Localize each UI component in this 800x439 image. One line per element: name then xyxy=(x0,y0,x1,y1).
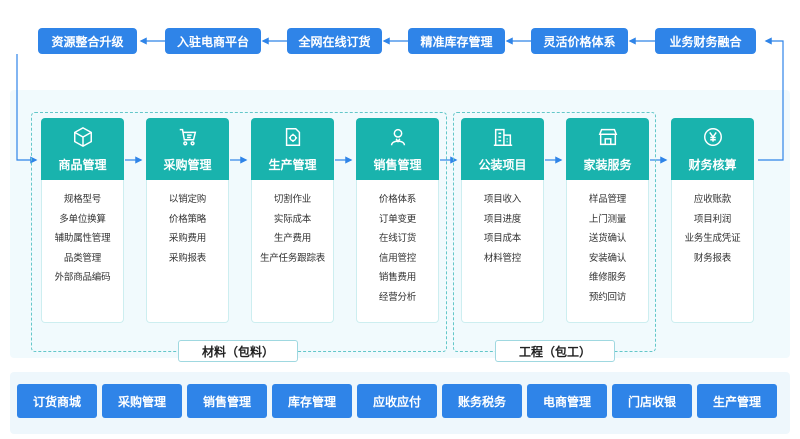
module-header[interactable]: 采购管理 xyxy=(146,118,229,180)
module-item[interactable]: 安装确认 xyxy=(588,252,627,264)
bottom-btn-store-pos[interactable]: 门店收银 xyxy=(612,384,692,418)
module-item[interactable]: 项目进度 xyxy=(483,213,522,225)
module-item[interactable]: 外部商品编码 xyxy=(54,272,111,284)
module-item[interactable]: 价格策略 xyxy=(168,213,207,225)
module-title: 销售管理 xyxy=(373,158,422,172)
module-title: 公装项目 xyxy=(478,158,527,172)
bottom-btn-inventory[interactable]: 库存管理 xyxy=(272,384,352,418)
module-header[interactable]: 家装服务 xyxy=(566,118,649,180)
module-items: 价格体系订单变更在线订货信用管控销售费用经营分析 xyxy=(356,180,439,323)
module-purchase[interactable]: 采购管理以销定购价格策略采购费用采购报表 xyxy=(146,118,229,323)
module-item[interactable]: 生产任务跟踪表 xyxy=(259,252,326,264)
yen-icon xyxy=(702,126,724,148)
module-item[interactable]: 材料管控 xyxy=(483,252,522,264)
module-item[interactable]: 项目成本 xyxy=(483,233,522,245)
bottom-btn-accounting-tax[interactable]: 账务税务 xyxy=(442,384,522,418)
module-item[interactable]: 实际成本 xyxy=(273,213,312,225)
module-item[interactable]: 切割作业 xyxy=(273,194,312,205)
module-title: 财务核算 xyxy=(688,158,737,172)
flow-step-price-system[interactable]: 灵活价格体系 xyxy=(531,28,628,54)
module-items: 应收账款项目利润业务生成凭证财务报表 xyxy=(671,180,754,323)
module-item[interactable]: 项目利润 xyxy=(693,213,732,225)
module-title: 商品管理 xyxy=(58,158,107,172)
bottom-btn-order-mall[interactable]: 订货商城 xyxy=(17,384,97,418)
module-item[interactable]: 辅助属性管理 xyxy=(54,233,111,245)
person-icon xyxy=(387,126,409,148)
module-item[interactable]: 以销定购 xyxy=(168,194,207,205)
storefront-icon xyxy=(597,126,619,148)
flow-step-online-ordering[interactable]: 全网在线订货 xyxy=(287,28,382,54)
flow-step-inventory-management[interactable]: 精准库存管理 xyxy=(408,28,505,54)
module-item[interactable]: 在线订货 xyxy=(378,233,417,245)
module-items: 项目收入项目进度项目成本材料管控 xyxy=(461,180,544,323)
module-item[interactable]: 价格体系 xyxy=(378,194,417,205)
module-item[interactable]: 采购报表 xyxy=(168,252,207,264)
flow-step-finance-integration[interactable]: 业务财务融合 xyxy=(655,28,756,54)
module-item[interactable]: 维修服务 xyxy=(588,272,627,284)
module-commercial-project[interactable]: 公装项目项目收入项目进度项目成本材料管控 xyxy=(461,118,544,323)
module-item[interactable]: 送货确认 xyxy=(588,233,627,245)
module-home-service[interactable]: 家装服务样品管理上门测量送货确认安装确认维修服务预约回访 xyxy=(566,118,649,323)
module-item[interactable]: 品类管理 xyxy=(63,252,102,264)
module-item[interactable]: 销售费用 xyxy=(378,272,417,284)
module-item[interactable]: 上门测量 xyxy=(588,213,627,225)
module-item[interactable]: 规格型号 xyxy=(63,194,102,205)
module-header[interactable]: 生产管理 xyxy=(251,118,334,180)
building-icon xyxy=(492,126,514,148)
cube-icon xyxy=(72,126,94,148)
module-header[interactable]: 商品管理 xyxy=(41,118,124,180)
flow-step-resource-upgrade[interactable]: 资源整合升级 xyxy=(38,28,137,54)
module-item[interactable]: 多单位换算 xyxy=(59,213,106,225)
module-items: 规格型号多单位换算辅助属性管理品类管理外部商品编码 xyxy=(41,180,124,323)
module-item[interactable]: 信用管控 xyxy=(378,252,417,264)
group-label-engineering: 工程（包工） xyxy=(495,340,615,362)
module-item[interactable]: 采购费用 xyxy=(168,233,207,245)
module-product[interactable]: 商品管理规格型号多单位换算辅助属性管理品类管理外部商品编码 xyxy=(41,118,124,323)
module-items: 以销定购价格策略采购费用采购报表 xyxy=(146,180,229,323)
group-label-materials: 材料（包料） xyxy=(178,340,298,362)
module-item[interactable]: 业务生成凭证 xyxy=(684,233,741,245)
module-items: 样品管理上门测量送货确认安装确认维修服务预约回访 xyxy=(566,180,649,323)
module-sales[interactable]: 销售管理价格体系订单变更在线订货信用管控销售费用经营分析 xyxy=(356,118,439,323)
bottom-btn-receivable-payable[interactable]: 应收应付 xyxy=(357,384,437,418)
module-title: 生产管理 xyxy=(268,158,317,172)
module-header[interactable]: 公装项目 xyxy=(461,118,544,180)
bottom-btn-production[interactable]: 生产管理 xyxy=(697,384,777,418)
module-title: 家装服务 xyxy=(583,158,632,172)
module-item[interactable]: 财务报表 xyxy=(693,252,732,264)
bottom-btn-sales[interactable]: 销售管理 xyxy=(187,384,267,418)
bottom-btn-ecommerce[interactable]: 电商管理 xyxy=(527,384,607,418)
module-item[interactable]: 生产费用 xyxy=(273,233,312,245)
module-finance[interactable]: 财务核算应收账款项目利润业务生成凭证财务报表 xyxy=(671,118,754,323)
module-item[interactable]: 订单变更 xyxy=(378,213,417,225)
module-header[interactable]: 财务核算 xyxy=(671,118,754,180)
module-item[interactable]: 经营分析 xyxy=(378,291,417,303)
module-title: 采购管理 xyxy=(163,158,212,172)
module-item[interactable]: 项目收入 xyxy=(483,194,522,205)
module-header[interactable]: 销售管理 xyxy=(356,118,439,180)
bottom-btn-purchase[interactable]: 采购管理 xyxy=(102,384,182,418)
module-production[interactable]: 生产管理切割作业实际成本生产费用生产任务跟踪表 xyxy=(251,118,334,323)
module-item[interactable]: 预约回访 xyxy=(588,291,627,303)
gear-document-icon xyxy=(282,126,304,148)
flow-step-ecommerce-platform[interactable]: 入驻电商平台 xyxy=(165,28,261,54)
module-item[interactable]: 样品管理 xyxy=(588,194,627,205)
module-item[interactable]: 应收账款 xyxy=(693,194,732,205)
cart-icon xyxy=(177,126,199,148)
module-items: 切割作业实际成本生产费用生产任务跟踪表 xyxy=(251,180,334,323)
